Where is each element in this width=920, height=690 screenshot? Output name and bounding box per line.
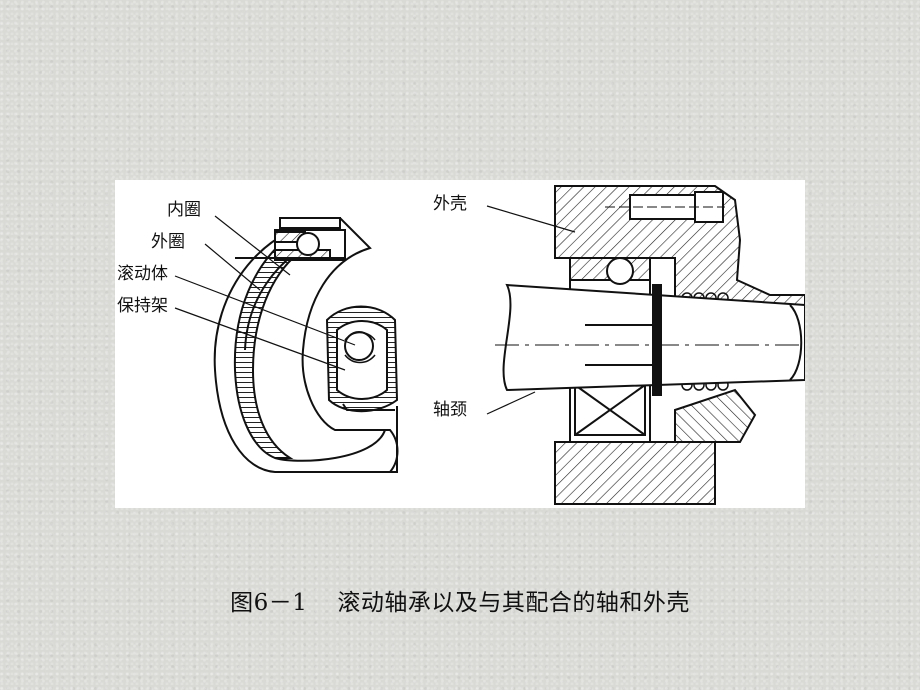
label-rolling-element: 滚动体 xyxy=(117,264,168,284)
label-outer-ring: 外圈 xyxy=(151,232,185,252)
label-inner-ring: 内圈 xyxy=(167,200,201,220)
caption-number: 图6－1 xyxy=(230,590,308,616)
label-journal: 轴颈 xyxy=(433,400,467,420)
assembly-section xyxy=(495,185,805,505)
caption-text: 滚动轴承以及与其配合的轴和外壳 xyxy=(337,590,690,616)
bearing-diagram xyxy=(174,185,805,505)
left-leaders xyxy=(174,215,356,371)
label-cage: 保持架 xyxy=(117,296,168,316)
label-housing: 外壳 xyxy=(433,194,467,214)
right-leaders xyxy=(486,205,576,415)
figure-caption: 图6－1 滚动轴承以及与其配合的轴和外壳 xyxy=(0,583,920,617)
figure-panel: 内圈 外圈 滚动体 保持架 外壳 轴颈 xyxy=(115,180,805,508)
bearing-cutaway xyxy=(213,216,399,473)
